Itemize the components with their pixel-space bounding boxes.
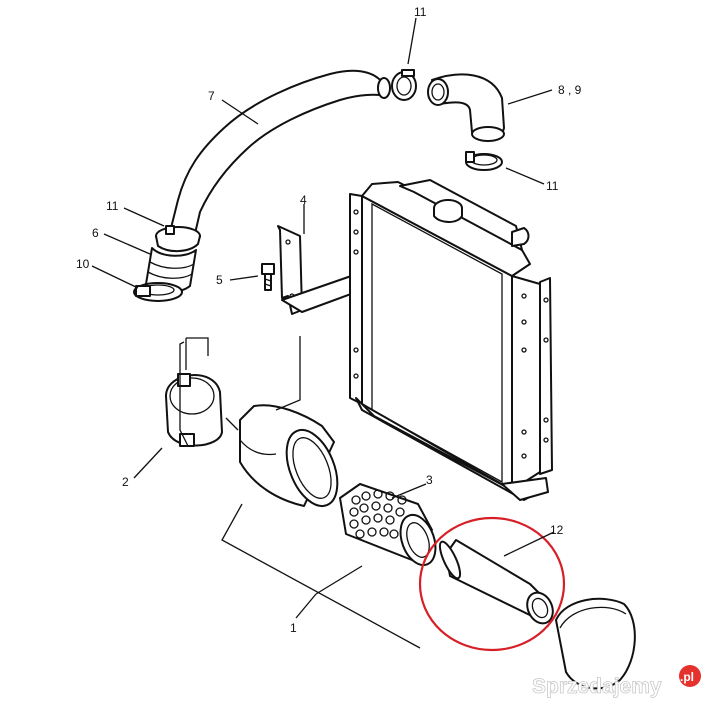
callout-5: 5 <box>216 273 223 287</box>
callout-8-9: 8 , 9 <box>558 83 582 97</box>
hose-clamp-bottom <box>133 282 183 302</box>
callout-12: 12 <box>550 523 564 537</box>
callout-4: 4 <box>300 193 307 207</box>
mounting-band <box>165 373 223 447</box>
callout-2: 2 <box>122 475 129 489</box>
inner-safety-filter <box>438 539 554 625</box>
upper-hose <box>169 69 391 239</box>
elbow-hose <box>427 73 505 142</box>
hose-clamp-top <box>391 69 417 101</box>
callout-11-top: 11 <box>414 5 427 19</box>
callout-6: 6 <box>92 226 99 240</box>
callout-10: 10 <box>76 257 90 271</box>
bolt <box>261 263 275 291</box>
callout-3: 3 <box>426 473 433 487</box>
callout-11-left: 11 <box>106 199 119 213</box>
watermark: Sprzedajemy .pl <box>532 665 701 698</box>
air-cleaner-housing <box>239 404 339 507</box>
watermark-badge <box>679 665 701 687</box>
radiator <box>349 179 553 501</box>
highlight-circle <box>418 516 566 652</box>
end-cap <box>555 597 636 690</box>
callout-1: 1 <box>290 621 297 635</box>
leader-lines <box>91 17 555 649</box>
hose-clamp-left <box>155 225 201 252</box>
watermark-text: Sprzedajemy <box>532 675 662 698</box>
callout-11-right: 11 <box>546 179 559 193</box>
filter-element <box>339 483 437 567</box>
watermark-suffix: .pl <box>680 670 694 684</box>
callout-7: 7 <box>208 89 215 103</box>
hose-clamp-right <box>465 151 503 171</box>
